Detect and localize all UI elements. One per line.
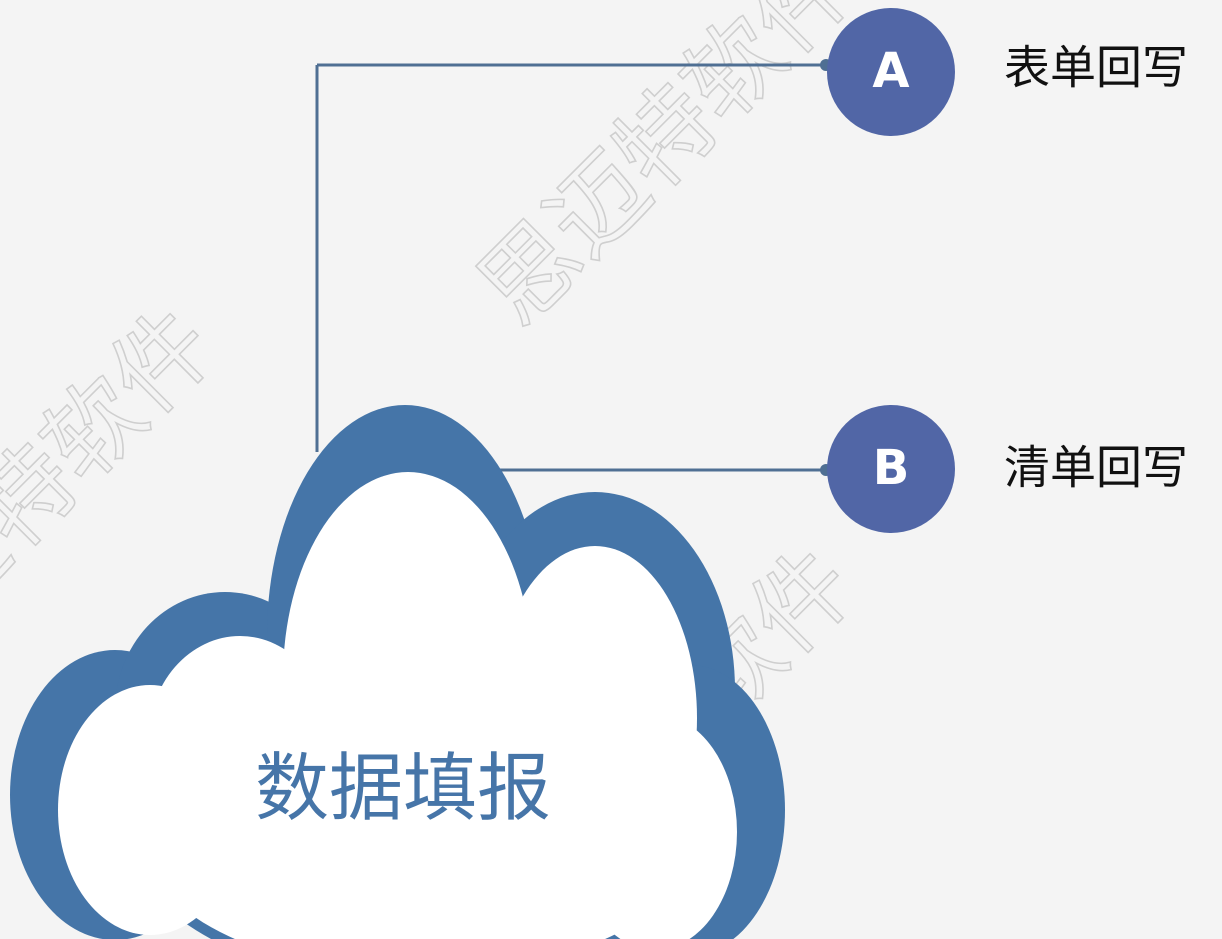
node-a: A 表单回写 bbox=[827, 8, 1188, 136]
cloud-inner-shape bbox=[58, 472, 737, 939]
node-b: B 清单回写 bbox=[827, 405, 1188, 533]
node-b-letter: B bbox=[873, 440, 910, 496]
watermark-text-top-left: 思迈特软件 bbox=[0, 0, 236, 86]
watermark-text-center-top: 思迈特软件 bbox=[457, 0, 876, 346]
node-a-label: 表单回写 bbox=[1004, 41, 1188, 95]
node-b-label: 清单回写 bbox=[1004, 441, 1188, 495]
node-b-circle bbox=[827, 405, 955, 533]
node-a-circle bbox=[827, 8, 955, 136]
cloud-label: 数据填报 bbox=[255, 746, 551, 832]
node-a-letter: A bbox=[872, 43, 909, 99]
data-entry-cloud: 数据填报 bbox=[10, 405, 785, 939]
